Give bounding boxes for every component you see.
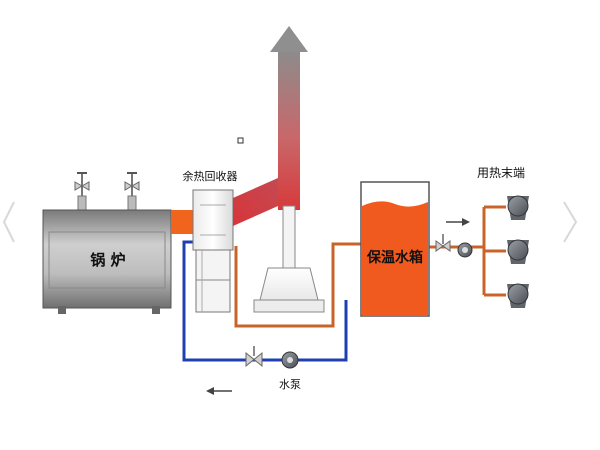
heat-recovery-unit <box>192 189 234 313</box>
tank-label: 保温水箱 <box>366 249 423 266</box>
heat-user-icon <box>507 195 529 220</box>
right-arrow-icon <box>446 218 470 226</box>
cold-water-pipe <box>182 240 348 362</box>
flue-duct <box>171 210 193 234</box>
heat-user-icon <box>507 239 529 264</box>
insulated-water-tank <box>360 181 430 317</box>
chimney-base <box>253 205 325 313</box>
boiler <box>42 172 172 314</box>
pump-label: 水泵 <box>279 378 301 391</box>
heat-user-icon <box>507 283 529 308</box>
chevron-left-icon[interactable] <box>2 201 15 243</box>
chevron-right-icon[interactable] <box>563 201 578 243</box>
return-valve-icon <box>245 346 263 368</box>
left-arrow-icon <box>206 387 232 395</box>
water-pump-icon <box>281 351 299 369</box>
boiler-valve-icon <box>124 172 140 211</box>
marker-square <box>237 137 244 144</box>
heat-recovery-label: 余热回收器 <box>183 169 238 183</box>
outlet-valve-icon <box>435 234 451 252</box>
boiler-label: 锅 炉 <box>90 251 125 269</box>
outlet-pump-icon <box>457 242 473 258</box>
exhaust-chimney <box>233 26 308 226</box>
boiler-valve-icon <box>74 172 90 211</box>
heat-users-label: 用热末端 <box>477 166 525 180</box>
